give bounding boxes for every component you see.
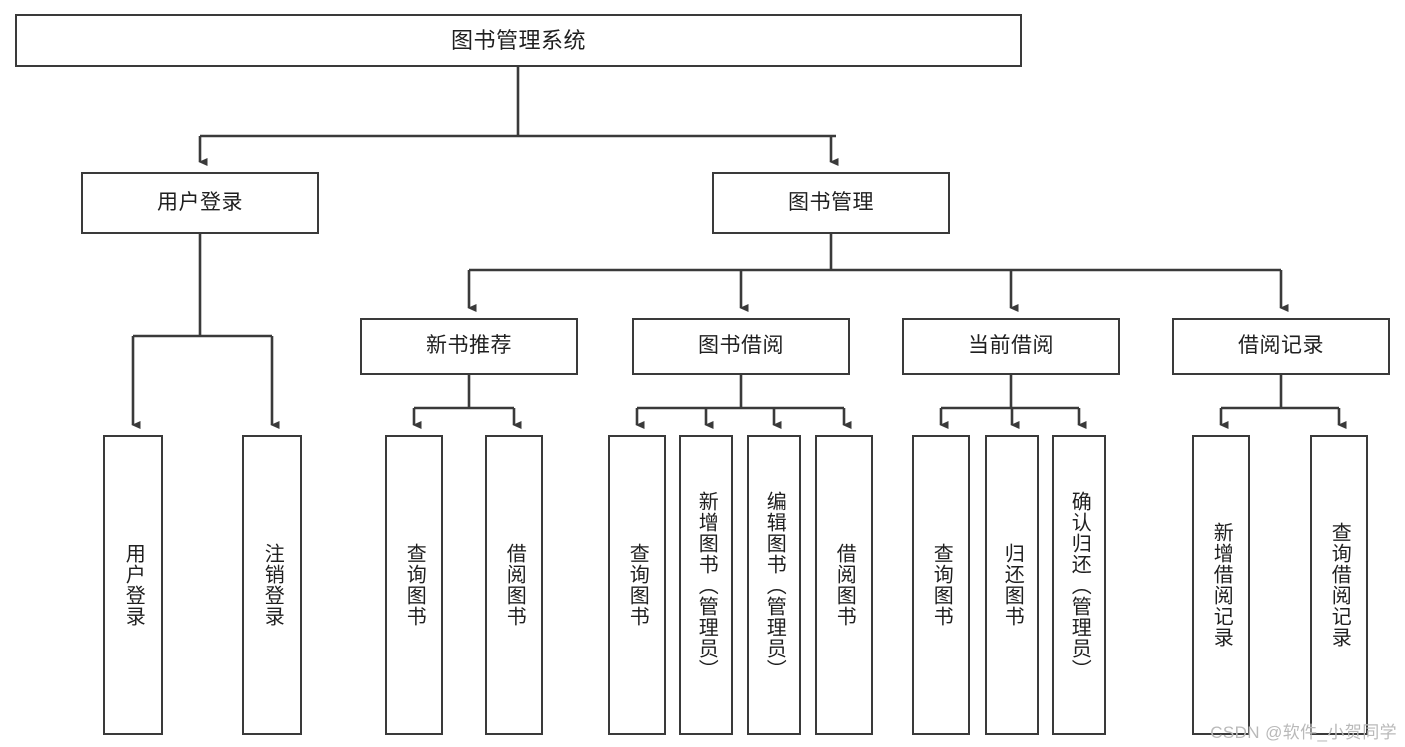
- node-leaf-lend-book[interactable]: 借阅图书: [815, 435, 873, 735]
- node-user-login-label: 用户登录: [157, 190, 243, 214]
- node-leaf-query-book-borrow-label: 查询图书: [626, 543, 649, 627]
- node-book-management[interactable]: 图书管理: [712, 172, 950, 234]
- node-leaf-query-book-borrow[interactable]: 查询图书: [608, 435, 666, 735]
- node-current-borrow[interactable]: 当前借阅: [902, 318, 1120, 375]
- node-leaf-query-book-current[interactable]: 查询图书: [912, 435, 970, 735]
- node-leaf-borrow-book-newbook[interactable]: 借阅图书: [485, 435, 543, 735]
- node-leaf-edit-book-admin[interactable]: 编辑图书（管理员）: [747, 435, 801, 735]
- node-book-borrow[interactable]: 图书借阅: [632, 318, 850, 375]
- node-borrow-record-label: 借阅记录: [1238, 334, 1324, 358]
- watermark: CSDN @软件_小贺同学: [1210, 723, 1397, 742]
- node-leaf-add-book-admin[interactable]: 新增图书（管理员）: [679, 435, 733, 735]
- node-new-book-recommend[interactable]: 新书推荐: [360, 318, 578, 375]
- node-leaf-query-book-newbook[interactable]: 查询图书: [385, 435, 443, 735]
- node-leaf-add-book-admin-label: 新增图书（管理员）: [695, 490, 718, 680]
- node-book-borrow-label: 图书借阅: [698, 334, 784, 358]
- node-leaf-confirm-return-admin-label: 确认归还（管理员）: [1068, 490, 1091, 680]
- node-leaf-add-borrow-record[interactable]: 新增借阅记录: [1192, 435, 1250, 735]
- node-leaf-query-borrow-record[interactable]: 查询借阅记录: [1310, 435, 1368, 735]
- node-leaf-edit-book-admin-label: 编辑图书（管理员）: [763, 490, 786, 680]
- node-leaf-return-book[interactable]: 归还图书: [985, 435, 1039, 735]
- node-leaf-return-book-label: 归还图书: [1001, 543, 1024, 627]
- node-leaf-user-login-label: 用户登录: [122, 543, 145, 627]
- node-leaf-user-login[interactable]: 用户登录: [103, 435, 163, 735]
- node-leaf-query-book-current-label: 查询图书: [930, 543, 953, 627]
- node-current-borrow-label: 当前借阅: [968, 334, 1054, 358]
- node-new-book-recommend-label: 新书推荐: [426, 334, 512, 358]
- node-borrow-record[interactable]: 借阅记录: [1172, 318, 1390, 375]
- node-leaf-borrow-book-newbook-label: 借阅图书: [503, 543, 526, 627]
- node-root-label: 图书管理系统: [450, 27, 586, 53]
- node-leaf-logout-label: 注销登录: [261, 543, 284, 627]
- node-leaf-query-borrow-record-label: 查询借阅记录: [1328, 522, 1351, 648]
- node-book-management-label: 图书管理: [788, 190, 874, 214]
- node-leaf-query-book-newbook-label: 查询图书: [403, 543, 426, 627]
- node-leaf-add-borrow-record-label: 新增借阅记录: [1210, 522, 1233, 648]
- node-leaf-confirm-return-admin[interactable]: 确认归还（管理员）: [1052, 435, 1106, 735]
- node-leaf-logout[interactable]: 注销登录: [242, 435, 302, 735]
- node-user-login[interactable]: 用户登录: [81, 172, 319, 234]
- node-leaf-lend-book-label: 借阅图书: [833, 543, 856, 627]
- node-root[interactable]: 图书管理系统: [15, 14, 1022, 67]
